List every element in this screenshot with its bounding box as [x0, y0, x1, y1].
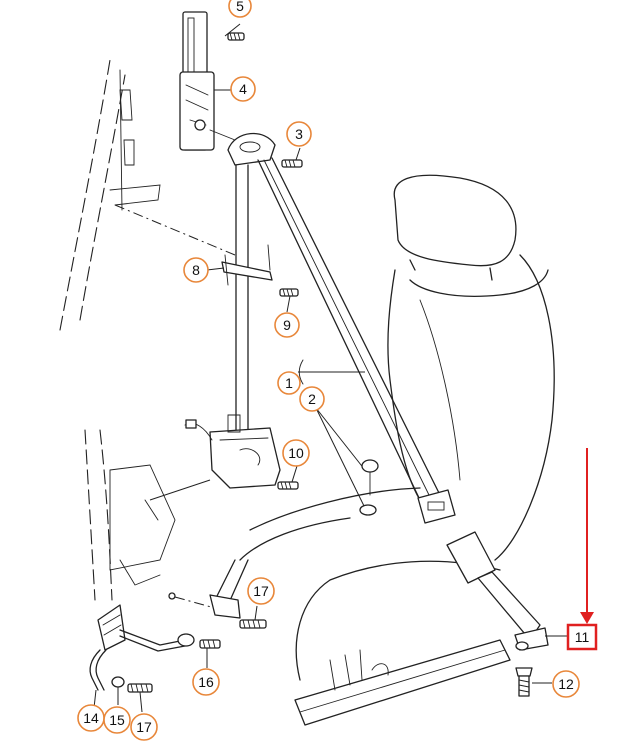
svg-text:14: 14: [83, 710, 99, 726]
svg-text:8: 8: [192, 262, 200, 278]
svg-text:4: 4: [239, 81, 247, 97]
callout-4[interactable]: 4: [230, 76, 256, 102]
svg-text:15: 15: [109, 712, 125, 728]
callout-12[interactable]: 12: [552, 670, 580, 698]
callout-14[interactable]: 14: [77, 704, 105, 732]
callout-16[interactable]: 16: [192, 668, 220, 696]
svg-text:10: 10: [288, 445, 304, 461]
callout-2[interactable]: 2: [299, 386, 325, 412]
callout-5[interactable]: 5: [228, 0, 252, 18]
callout-8[interactable]: 8: [183, 257, 209, 283]
callout-11-highlighted[interactable]: 11: [566, 623, 598, 651]
bolt-17-lower: [127, 683, 153, 713]
highlight-arrow: [580, 448, 594, 624]
lower-belt-anchor: [209, 559, 267, 629]
body-panel-outline: [59, 59, 236, 601]
svg-text:16: 16: [198, 674, 214, 690]
belt-buckle: [446, 531, 568, 651]
callout-10[interactable]: 10: [282, 439, 310, 467]
svg-text:1: 1: [285, 375, 293, 391]
callout-1[interactable]: 1: [277, 371, 301, 395]
bolt-12: [515, 667, 552, 697]
callout-17-upper[interactable]: 17: [247, 577, 275, 605]
callout-17-lower[interactable]: 17: [130, 713, 158, 741]
guide-pin-2: [359, 459, 379, 516]
belt-webbing: [235, 157, 441, 501]
bolt-3: [281, 147, 303, 168]
callout-3[interactable]: 3: [286, 121, 312, 147]
anchor-rod: [89, 604, 195, 709]
svg-text:9: 9: [283, 317, 291, 333]
svg-text:5: 5: [236, 0, 244, 14]
svg-text:3: 3: [295, 126, 303, 142]
bolt-10: [277, 465, 299, 490]
svg-text:12: 12: [558, 676, 574, 692]
callout-15[interactable]: 15: [103, 706, 131, 734]
belt-tongue: [417, 489, 456, 524]
front-seat-outline: [168, 174, 555, 726]
svg-text:2: 2: [308, 391, 316, 407]
svg-text:17: 17: [136, 719, 152, 735]
bracket-8: [206, 244, 273, 286]
svg-text:11: 11: [575, 629, 590, 645]
nut-15: [111, 676, 125, 705]
callout-9[interactable]: 9: [274, 312, 300, 338]
bolt-16: [199, 639, 221, 668]
svg-text:17: 17: [253, 583, 269, 599]
upper-guide-loop: [209, 129, 276, 166]
bolt-9: [279, 288, 299, 313]
belt-retractor: [149, 414, 281, 501]
bolt-5: [224, 23, 245, 41]
height-adjuster-rail: [179, 11, 215, 151]
